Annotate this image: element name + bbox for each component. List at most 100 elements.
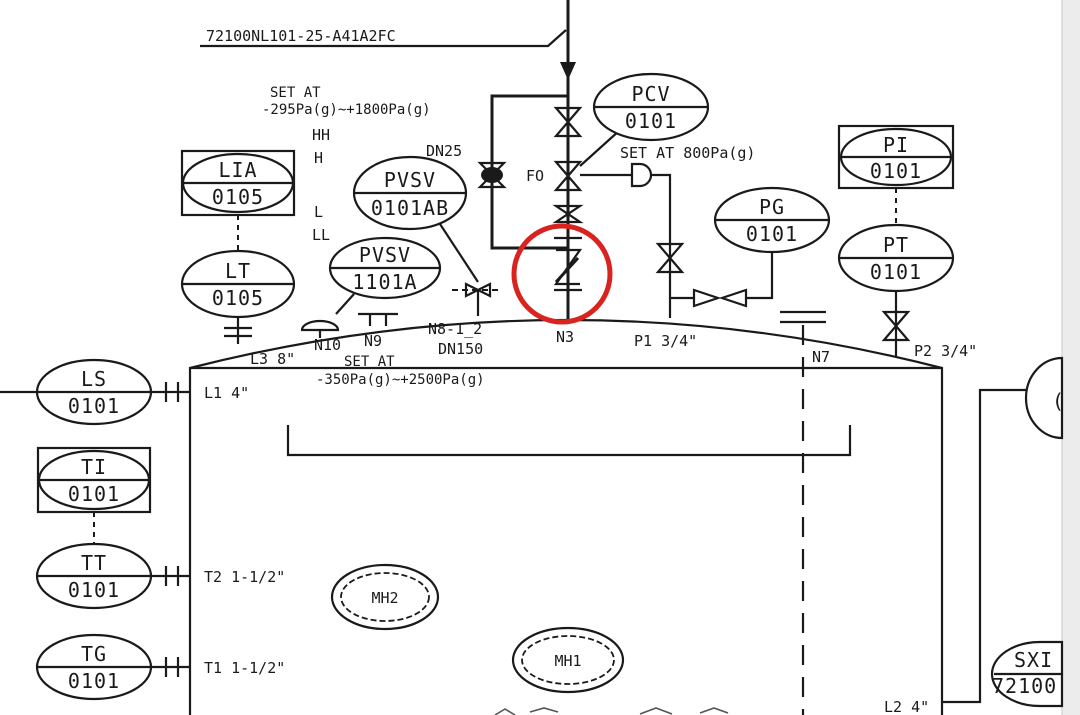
range-label-2: -350Pa(g)~+2500Pa(g) <box>316 372 485 388</box>
gate-valve-1-top-icon <box>553 106 583 124</box>
pvsv-ab-group: PVSV 0101AB N8-1_2 DN150 <box>352 155 500 358</box>
highlight-circle <box>511 223 613 325</box>
ti-code: TI <box>81 455 107 479</box>
pcv-actuator-icon <box>630 162 653 188</box>
l3-label: L3 8" <box>250 350 295 368</box>
n10-label: N10 <box>314 336 341 354</box>
pvsv-a-leader <box>335 293 355 315</box>
ls-connection <box>151 382 190 402</box>
pi-pt-group: PI 0101 PT 0101 P2 3/4" <box>837 124 977 360</box>
tg-connection <box>151 657 190 677</box>
pg-group: PG 0101 <box>670 186 831 308</box>
mh1-inner <box>521 635 615 685</box>
tg-code: TG <box>81 642 107 666</box>
range-label-1: -295Pa(g)~+1800Pa(g) <box>262 102 431 118</box>
sxi-code: SXI <box>1014 648 1053 672</box>
pvsv-a-group: PVSV 1101A N10 N9 <box>300 236 442 354</box>
t2-label: T2 1-1/2" <box>204 568 285 586</box>
tg-group: TG 0101 T1 1-1/2" <box>35 633 285 701</box>
gate-valve-1-bottom-icon <box>553 120 583 138</box>
set-at-label-1: SET AT <box>270 85 321 101</box>
right-side-group: ( SXI 72100 L2 4" <box>884 356 1065 715</box>
n3-label: N3 <box>556 328 574 346</box>
pt-number: 0101 <box>870 260 922 284</box>
l2-label: L2 4" <box>884 698 929 715</box>
n8-label: N8-1_2 <box>428 320 482 338</box>
pvsv-ab-leader <box>439 223 479 283</box>
l1-label: L1 4" <box>204 384 249 402</box>
pt-code: PT <box>883 233 909 257</box>
pg-valve-right-icon <box>718 288 748 308</box>
line-number-label: 72100NL101-25-A41A2FC <box>206 27 396 45</box>
dn25-label: DN25 <box>426 142 462 160</box>
pvsv-ab-valve-icon-2 <box>475 282 492 298</box>
n7-nozzle: N7 <box>780 310 830 366</box>
pcv-group: PCV 0101 SET AT 800Pa(g) P1 3/4" <box>579 72 755 350</box>
control-valve-bottom-icon <box>553 174 583 192</box>
mh1-label: MH1 <box>554 652 581 670</box>
h-label: H <box>314 149 323 167</box>
pcv-leader <box>579 129 621 167</box>
pvsv-ab-valve-icon <box>464 282 481 298</box>
fo-label: FO <box>526 167 544 185</box>
pg-line <box>746 252 774 300</box>
p2-label: P2 3/4" <box>914 342 977 360</box>
pcv-setpoint-label: SET AT 800Pa(g) <box>620 144 755 162</box>
lia-code: LIA <box>218 158 257 182</box>
pvsv-ab-number: 0101AB <box>371 196 449 220</box>
ls-number: 0101 <box>68 394 120 418</box>
ls-group: LS 0101 L1 4" <box>0 358 249 426</box>
manhole-mh2: MH2 <box>330 563 440 631</box>
page-edge-shadow <box>1062 0 1080 715</box>
pcv-number: 0101 <box>625 109 677 133</box>
line-number-leader <box>200 29 567 48</box>
pg-number: 0101 <box>746 222 798 246</box>
pg-valve-left-icon <box>692 288 722 308</box>
flow-arrow-icon <box>560 62 576 80</box>
pvsv-ab-code: PVSV <box>384 168 436 192</box>
n7-label: N7 <box>812 348 830 366</box>
pg-code: PG <box>759 195 785 219</box>
n10-vent-icon <box>300 319 340 332</box>
arrestor-slash <box>554 256 580 284</box>
tt-connection <box>151 566 190 586</box>
manhole-mh1: MH1 <box>511 626 625 694</box>
gate-valve-2-bottom-icon <box>552 212 584 224</box>
internal-bracket <box>286 425 852 457</box>
mh2-outer <box>330 563 440 631</box>
tt-group: TT 0101 T2 1-1/2" <box>35 542 285 610</box>
set-at-label-2: SET AT <box>344 354 395 370</box>
hh-label: HH <box>312 126 330 144</box>
pi-code: PI <box>883 133 909 157</box>
l-label: L <box>314 203 323 221</box>
right-bubble-partial <box>1024 356 1064 440</box>
sxi-number: 72100 <box>992 674 1057 698</box>
ti-number: 0101 <box>68 482 120 506</box>
dn150-label: DN150 <box>438 340 483 358</box>
tt-code: TT <box>81 551 107 575</box>
lia-lt-group: LIA 0105 LT 0105 L3 8" <box>180 149 295 368</box>
tt-number: 0101 <box>68 578 120 602</box>
mh1-outer <box>511 626 625 694</box>
pi-number: 0101 <box>870 159 922 183</box>
l2-line <box>942 388 1040 704</box>
pcv-code: PCV <box>631 82 670 106</box>
ti-group: TI 0101 <box>36 446 152 545</box>
lt-number: 0105 <box>212 286 264 310</box>
inlet-line-group: 72100NL101-25-A41A2FC DN25 FO N3 <box>200 0 613 346</box>
storage-tank <box>188 318 944 715</box>
mh2-inner <box>340 572 430 622</box>
right-bubble-fragment: ( <box>1052 389 1065 413</box>
pvsv-a-code: PVSV <box>359 243 411 267</box>
pvsv-a-number: 1101A <box>352 270 417 294</box>
p2-valve-top-icon <box>881 310 911 328</box>
lia-number: 0105 <box>212 185 264 209</box>
p1-valve-bottom-icon <box>655 256 685 274</box>
pcv-sense-line <box>650 173 672 318</box>
p2-valve-bottom-icon <box>881 324 911 342</box>
ll-label: LL <box>312 226 330 244</box>
bypass-valve-body-icon <box>481 167 503 183</box>
p1-label: P1 3/4" <box>634 332 697 350</box>
control-valve-top-icon <box>553 160 583 178</box>
